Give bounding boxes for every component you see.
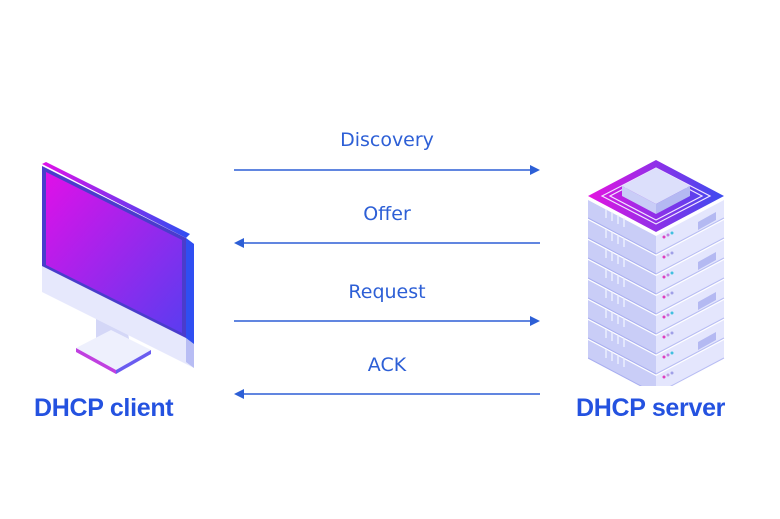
client-label: DHCP client: [34, 394, 174, 422]
message-label-request: Request: [348, 281, 426, 303]
server-unit: [588, 280, 725, 335]
server-unit: [588, 260, 725, 315]
message-label-offer: Offer: [363, 203, 411, 225]
server-unit: [588, 300, 725, 355]
server-unit: [588, 240, 725, 295]
arrow-right-request: [234, 316, 540, 326]
server-label: DHCP server: [576, 394, 726, 422]
server-unit: [588, 220, 725, 275]
arrow-right-discovery: [234, 165, 540, 175]
desktop-monitor-icon: [42, 162, 194, 374]
server-unit: [588, 340, 725, 386]
arrow-left-ack: [234, 389, 540, 399]
server-unit: [588, 200, 725, 255]
server-unit: [588, 320, 725, 375]
message-label-ack: ACK: [367, 354, 407, 376]
arrow-left-offer: [234, 238, 540, 248]
message-label-discovery: Discovery: [340, 129, 434, 151]
server-rack-icon: [588, 160, 725, 386]
